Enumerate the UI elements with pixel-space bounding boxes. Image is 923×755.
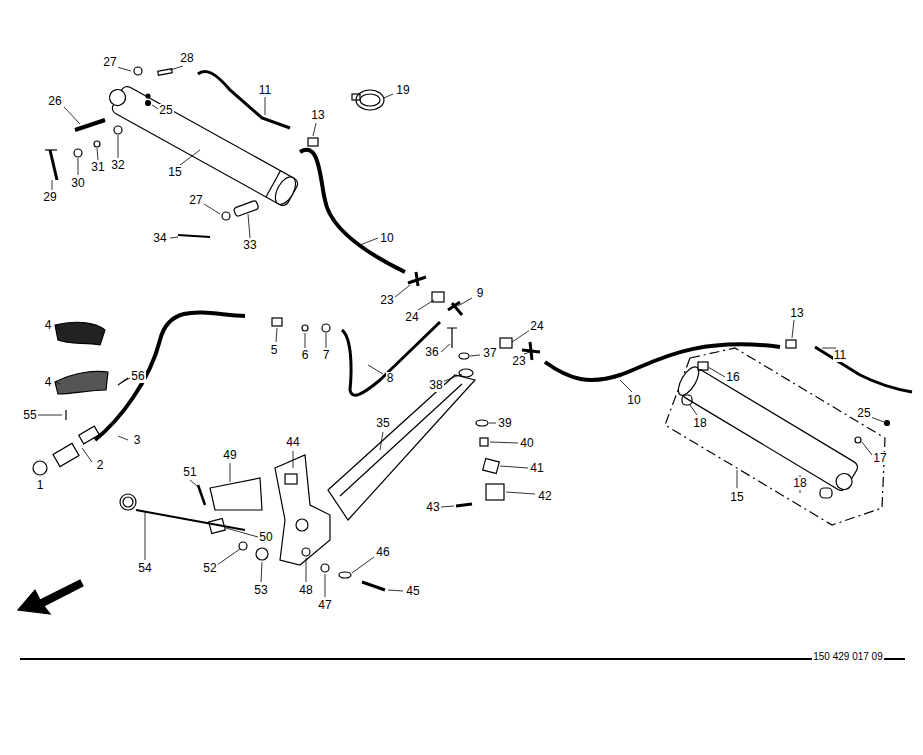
callout-number: 6 <box>301 349 310 362</box>
callout-number: 11 <box>258 84 272 97</box>
callout-number: 38 <box>428 379 443 392</box>
callout-number: 8 <box>386 372 395 385</box>
callout-number: 43 <box>425 501 440 514</box>
callout-number: 44 <box>285 436 300 449</box>
callout-number: 16 <box>725 371 740 384</box>
callout-number: 41 <box>529 462 544 475</box>
callout-number: 27 <box>102 56 117 69</box>
callout-number: 3 <box>133 434 142 447</box>
callout-number: 56 <box>130 370 145 383</box>
callout-number: 4 <box>44 319 53 332</box>
callout-number: 4 <box>44 376 53 389</box>
callout-number: 13 <box>310 109 325 122</box>
drawing-number: 150 429 017 09 <box>812 650 884 663</box>
callout-number: 24 <box>404 311 419 324</box>
callout-number: 28 <box>179 52 194 65</box>
callout-number: 19 <box>395 84 410 97</box>
callout-number: 13 <box>789 307 804 320</box>
callout-number: 9 <box>476 287 485 300</box>
callout-number: 18 <box>692 417 707 430</box>
hydraulic-cylinder <box>674 364 862 494</box>
callout-number: 17 <box>872 452 887 465</box>
callout-number: 53 <box>253 584 268 597</box>
callout-number: 40 <box>519 437 534 450</box>
hydraulic-cylinder <box>103 81 299 208</box>
callout-number: 25 <box>856 407 871 420</box>
callout-number: 7 <box>322 349 331 362</box>
callout-number: 5 <box>270 344 279 357</box>
callout-number: 35 <box>375 417 390 430</box>
callout-number: 18 <box>792 477 807 490</box>
callout-number: 23 <box>379 294 394 307</box>
callout-number: 15 <box>167 166 182 179</box>
callout-number: 26 <box>47 95 62 108</box>
callout-number: 31 <box>90 161 105 174</box>
callout-number: 25 <box>158 104 173 117</box>
callout-number: 52 <box>202 562 217 575</box>
callout-number: 37 <box>482 347 497 360</box>
callout-number: 30 <box>70 177 85 190</box>
callout-number: 54 <box>137 562 152 575</box>
callout-number: 33 <box>242 239 257 252</box>
callout-number: 1 <box>36 479 45 492</box>
callout-number: 48 <box>298 584 313 597</box>
callout-number: 49 <box>222 449 237 462</box>
callout-number: 23 <box>511 355 526 368</box>
callout-number: 50 <box>258 531 273 544</box>
callout-number: 45 <box>405 585 420 598</box>
callout-number: 55 <box>22 409 37 422</box>
callout-number: 34 <box>152 232 167 245</box>
callout-number: 29 <box>42 191 57 204</box>
callout-number: 51 <box>182 466 197 479</box>
callout-number: 11 <box>833 349 847 362</box>
callout-number: 36 <box>424 346 439 359</box>
callout-number: 10 <box>379 232 394 245</box>
callout-number: 46 <box>375 546 390 559</box>
callout-number: 39 <box>497 417 512 430</box>
callout-number: 2 <box>96 459 105 472</box>
callout-number: 42 <box>537 490 552 503</box>
callout-number: 47 <box>317 599 332 612</box>
callout-number: 10 <box>626 394 641 407</box>
callout-number: 32 <box>110 159 125 172</box>
callout-number: 15 <box>729 491 744 504</box>
callout-number: 27 <box>188 194 203 207</box>
callout-number: 24 <box>529 320 544 333</box>
